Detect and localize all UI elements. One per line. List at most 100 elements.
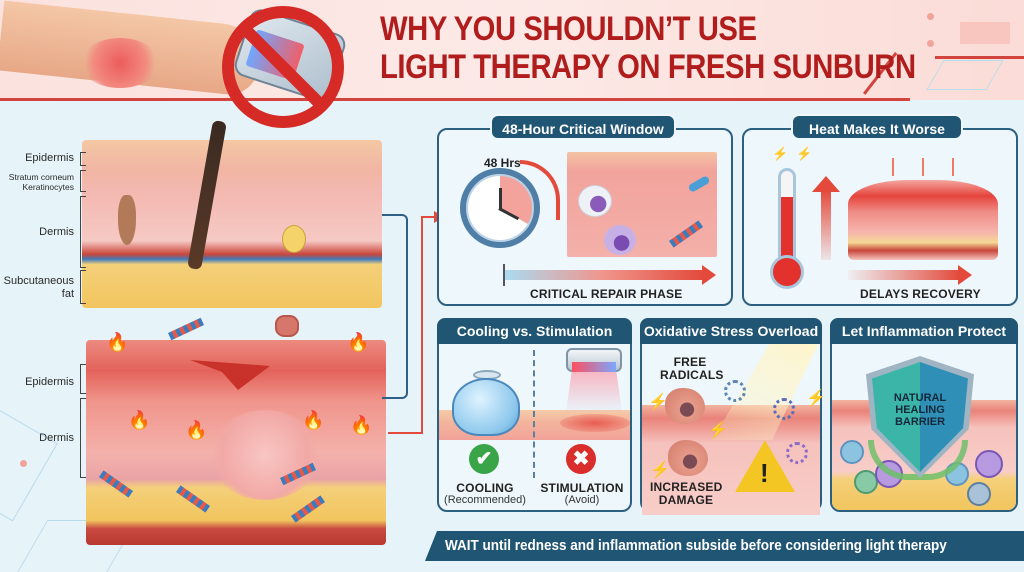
bracket-stratum <box>80 170 86 192</box>
panel-title-critical-window: 48-Hour Critical Window <box>490 114 676 140</box>
title-line-2: LIGHT THERAPY ON FRESH SUNBURN <box>380 48 916 86</box>
label-epidermis-burned: Epidermis <box>25 376 74 388</box>
comparison-divider <box>533 350 535 478</box>
lightning-icon: ⚡ <box>806 390 826 407</box>
heat-waves-icon <box>878 158 968 176</box>
label-damage: DAMAGE <box>658 493 714 507</box>
decor-block <box>960 22 1010 44</box>
damaged-cell-icon <box>665 388 705 424</box>
blister-icon <box>210 410 320 500</box>
bracket-subcutaneous <box>80 270 86 304</box>
panel-title-oxidative: Oxidative Stress Overload <box>640 318 822 344</box>
bottom-banner-text: WAIT until redness and inflammation subs… <box>445 537 947 554</box>
label-avoid: (Avoid) <box>564 494 600 506</box>
flame-icon: 🔥 <box>106 332 129 352</box>
label-stratum-corneum: Stratum corneum <box>8 172 74 182</box>
immune-cell-icon <box>975 450 1003 478</box>
shield-line-2: HEALING <box>895 404 945 416</box>
title-line-1: WHY YOU SHOULDN’T USE <box>380 10 757 48</box>
led-array-icon <box>572 362 616 372</box>
decor-dot <box>927 13 934 20</box>
light-beam <box>566 372 622 412</box>
dna-icon <box>167 317 205 341</box>
connector-red <box>421 216 423 434</box>
label-increased-damage: INCREASED DAMAGE <box>650 481 722 507</box>
up-arrow-body <box>821 190 831 260</box>
check-icon: ✔ <box>469 444 499 474</box>
decor-hexagon <box>0 408 58 522</box>
ice-pack-icon <box>452 378 520 436</box>
up-arrow-icon <box>812 176 840 192</box>
redness-glow <box>560 414 630 432</box>
connector-red <box>421 216 437 218</box>
macrophage-icon <box>604 225 636 255</box>
caption-critical-repair: CRITICAL REPAIR PHASE <box>530 287 683 301</box>
label-recommended: (Recommended) <box>444 494 526 506</box>
lightning-icon: ⚡ <box>708 422 728 439</box>
bottom-banner <box>425 531 1024 561</box>
connector-red <box>388 432 423 434</box>
flame-icon: 🔥 <box>128 410 151 430</box>
decor-dot <box>20 460 27 467</box>
sunburn-spot <box>80 38 160 88</box>
shield-label: NATURAL HEALING BARRIER <box>872 392 968 428</box>
label-keratinocytes: Keratinocytes <box>22 182 75 192</box>
caption-delays-recovery: DELAYS RECOVERY <box>860 287 981 301</box>
label-stimulation: STIMULATION <box>540 481 624 495</box>
flame-icon: 🔥 <box>350 415 373 435</box>
bracket-dermis-burned <box>80 398 86 478</box>
label-free: FREE <box>673 355 707 369</box>
cross-icon: ✖ <box>566 444 596 474</box>
header-divider-right <box>935 56 1024 59</box>
repair-phase-arrow <box>503 270 703 280</box>
clock-label: 48 Hrs <box>484 156 521 170</box>
cracked-cell-icon <box>668 440 708 476</box>
shield-line-1: NATURAL <box>893 392 947 404</box>
heat-spark-icon: ⚡ <box>772 146 789 161</box>
immune-cell-icon <box>840 440 864 464</box>
connector-blue <box>382 214 408 399</box>
label-fat: fat <box>61 288 74 300</box>
immune-cell-icon <box>967 482 991 506</box>
white-blood-cell-icon <box>578 185 612 217</box>
bracket-epidermis <box>80 152 86 166</box>
flame-icon: 🔥 <box>347 332 370 352</box>
label-increased: INCREASED <box>650 480 723 494</box>
flame-icon: 🔥 <box>185 420 208 440</box>
inflamed-skin-illustration <box>848 180 998 260</box>
panel-title-heat: Heat Makes It Worse <box>791 114 963 140</box>
label-subcutaneous: Subcutaneous <box>3 275 74 287</box>
thermometer-bulb <box>770 255 804 289</box>
flame-icon: 🔥 <box>302 410 325 430</box>
delay-arrow <box>848 270 960 280</box>
arrow-start-tick <box>503 264 505 286</box>
label-radicals: RADICALS <box>660 368 724 382</box>
label-free-radicals: FREE RADICALS <box>660 355 724 382</box>
warning-icon <box>735 440 795 492</box>
header-divider <box>0 98 910 101</box>
arrow-tip-icon <box>958 265 972 285</box>
panel-title-cooling: Cooling vs. Stimulation <box>437 318 632 344</box>
warning-exclamation: ! <box>760 458 769 488</box>
lightning-icon: ⚡ <box>650 462 670 479</box>
panel-title-protect: Let Inflammation Protect <box>830 318 1018 344</box>
bracket-dermis <box>80 196 86 268</box>
label-dermis-burned: Dermis <box>39 432 74 444</box>
clock-hour-hand <box>499 188 502 210</box>
label-cooling: COOLING <box>456 481 514 495</box>
label-epidermis: Epidermis <box>25 152 74 164</box>
bracket-epidermis-burned <box>80 364 86 394</box>
damaged-cell-icon <box>275 315 299 337</box>
hair-follicle-icon <box>118 195 136 245</box>
free-radical-icon <box>773 398 795 420</box>
free-radical-icon <box>724 380 746 402</box>
shield-line-3: BARRIER <box>894 416 946 428</box>
arrow-tip-icon <box>702 265 716 285</box>
decor-dot <box>927 40 934 47</box>
immune-cell-icon <box>854 470 878 494</box>
page-title: WHY YOU SHOULDN’T USE LIGHT THERAPY ON F… <box>380 10 916 86</box>
label-dermis: Dermis <box>39 226 74 238</box>
lightning-icon: ⚡ <box>648 394 668 411</box>
gland-icon <box>282 225 306 253</box>
heat-spark-icon: ⚡ <box>796 146 813 161</box>
